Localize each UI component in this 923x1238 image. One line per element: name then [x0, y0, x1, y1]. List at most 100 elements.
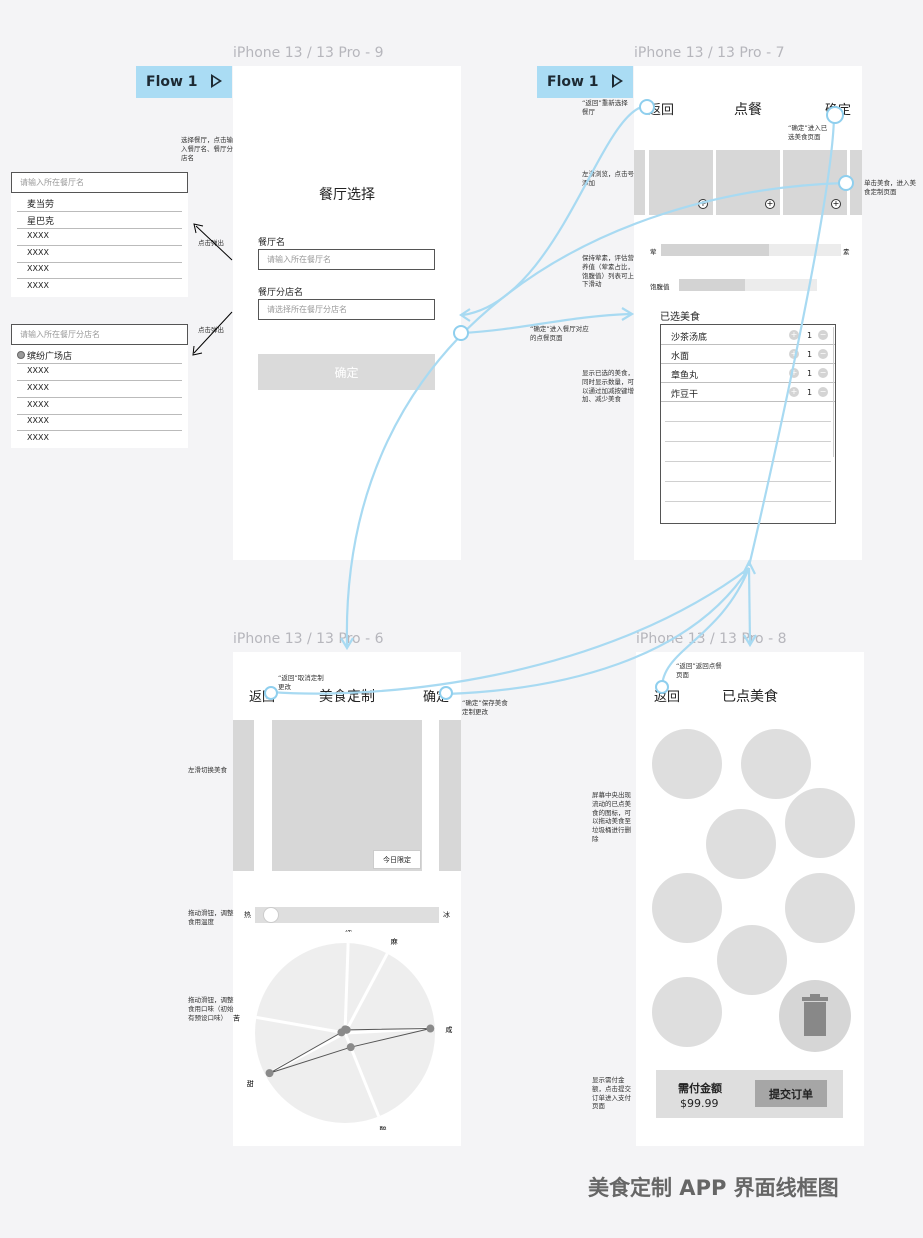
connector	[747, 113, 836, 567]
minus-icon[interactable]: −	[818, 330, 828, 340]
food-card[interactable]	[850, 150, 862, 215]
food-bubble[interactable]	[785, 788, 855, 858]
play-icon	[612, 74, 623, 88]
frame-label-7: iPhone 13 / 13 Pro - 7	[634, 45, 785, 61]
flavor-handle[interactable]	[337, 1028, 346, 1037]
temperature-slider[interactable]	[255, 907, 439, 923]
restaurant-name-input[interactable]: 请输入所在餐厅名	[258, 249, 435, 270]
trash-button[interactable]	[779, 980, 851, 1052]
diagram-title: 美食定制 APP 界面线框图	[588, 1176, 839, 1200]
food-bubble[interactable]	[785, 873, 855, 943]
flow-1-button-2[interactable]: Flow 1	[537, 66, 633, 98]
restaurant-name-label: 餐厅名	[258, 238, 286, 248]
food-bubble[interactable]	[706, 809, 776, 879]
popup-arrows	[192, 223, 233, 356]
confirm-button[interactable]: 确定	[258, 354, 435, 390]
connector	[462, 104, 647, 317]
food-name: 章鱼丸	[671, 371, 699, 381]
food-card[interactable]	[634, 150, 645, 215]
note-screen-center: 屏幕中央出现流动的已点美食的图标，可以拖动美食至垃圾桶进行删除	[592, 791, 631, 843]
hotspot-custom-back[interactable]	[264, 686, 278, 700]
dropdown-item[interactable]: 麦当劳	[27, 200, 55, 210]
hotspot-back[interactable]	[639, 99, 655, 115]
minus-icon[interactable]: −	[818, 349, 828, 359]
dropdown-search-input[interactable]: 请输入所在餐厅分店名	[11, 324, 188, 345]
dropdown-item[interactable]: XXXX	[27, 264, 49, 273]
flavor-handle[interactable]	[426, 1024, 435, 1033]
connector-arrow	[743, 634, 757, 648]
flavor-label: 苦	[233, 1013, 240, 1022]
flavor-label: 麻	[391, 937, 398, 946]
food-image-next[interactable]	[439, 720, 461, 871]
divider	[665, 421, 831, 422]
dropdown-item[interactable]: 星巴克	[27, 217, 55, 227]
minus-icon[interactable]: −	[818, 387, 828, 397]
plus-icon[interactable]: +	[789, 368, 799, 378]
plus-icon[interactable]: +	[765, 199, 775, 209]
list-item: 沙茶汤底 + 1 −	[661, 327, 835, 345]
dropdown-item[interactable]: XXXX	[27, 231, 49, 240]
hotspot-ordered-back[interactable]	[655, 680, 669, 694]
flavor-label: 辣	[345, 930, 352, 933]
page-title: 点餐	[734, 102, 762, 118]
plus-icon[interactable]: +	[789, 349, 799, 359]
note-click-popup-1: 点击弹出	[198, 239, 224, 247]
food-name: 沙茶汤底	[671, 333, 708, 343]
hotspot-restaurant-confirm[interactable]	[453, 325, 469, 341]
plus-icon[interactable]: +	[789, 387, 799, 397]
flow-1-button[interactable]: Flow 1	[136, 66, 232, 98]
veg-label: 素	[843, 248, 850, 256]
food-image[interactable]	[272, 720, 422, 871]
fullness-fill	[679, 279, 746, 291]
divider	[17, 397, 182, 398]
food-bubble[interactable]	[652, 873, 722, 943]
phone-customize: 返回 美食定制 确定 今日限定 热 冰 辣麻咸酸甜苦	[233, 652, 461, 1146]
dropdown-item[interactable]: XXXX	[27, 248, 49, 257]
trash-icon	[802, 994, 828, 1036]
scrollbar[interactable]	[833, 327, 834, 457]
connector-arrow	[459, 308, 471, 322]
note-drag-taste: 拖动滑钮，调整食用口味（初始有预设口味）	[188, 996, 234, 1022]
hotspot-custom-confirm[interactable]	[439, 686, 453, 700]
food-name: 炸豆干	[671, 390, 699, 400]
dropdown-item[interactable]: XXXX	[27, 433, 49, 442]
food-image-prev[interactable]	[233, 720, 254, 871]
dropdown-search-input[interactable]: 请输入所在餐厅名	[11, 172, 188, 193]
today-limited-tag: 今日限定	[373, 850, 421, 869]
food-bubble[interactable]	[717, 925, 787, 995]
divider	[665, 441, 831, 442]
dropdown-item[interactable]: XXXX	[27, 366, 49, 375]
dropdown-item[interactable]: XXXX	[27, 400, 49, 409]
food-bubble[interactable]	[652, 729, 722, 799]
minus-icon[interactable]: −	[818, 368, 828, 378]
dropdown-item[interactable]: 缤纷广场店	[27, 352, 73, 362]
flavor-handle[interactable]	[346, 1043, 355, 1052]
arrow-icon	[195, 225, 233, 261]
food-bubble[interactable]	[741, 729, 811, 799]
hotspot-confirm[interactable]	[826, 106, 844, 124]
connector	[445, 567, 750, 696]
selected-food-list: 沙茶汤底 + 1 − 水面 + 1 − 章鱼丸 + 1 − 炸豆干 + 1 −	[660, 324, 836, 524]
divider	[17, 228, 182, 229]
divider	[17, 262, 182, 263]
dropdown-item[interactable]: XXXX	[27, 416, 49, 425]
food-qty: 1	[807, 369, 813, 378]
dropdown-item[interactable]: XXXX	[27, 281, 49, 290]
flavor-label: 酸	[379, 1125, 386, 1130]
note-swipe-browse: 左滑浏览，点击号添加	[582, 170, 634, 187]
submit-order-button[interactable]: 提交订单	[755, 1080, 827, 1107]
branch-name-label: 餐厅分店名	[258, 288, 304, 298]
radio-icon[interactable]	[17, 351, 25, 359]
divider	[665, 461, 831, 462]
hotspot-food[interactable]	[838, 175, 854, 191]
plus-icon[interactable]: +	[789, 330, 799, 340]
note-drag-temp: 拖动滑钮，调整食用温度	[188, 909, 234, 926]
plus-icon[interactable]: +	[831, 199, 841, 209]
branch-name-input[interactable]: 请选择所在餐厅分店名	[258, 299, 435, 320]
temperature-knob[interactable]	[263, 907, 280, 923]
food-bubble[interactable]	[652, 977, 722, 1047]
flavor-radar[interactable]: 辣麻咸酸甜苦	[233, 930, 461, 1130]
flavor-handle[interactable]	[265, 1069, 274, 1078]
dropdown-item[interactable]: XXXX	[27, 383, 49, 392]
